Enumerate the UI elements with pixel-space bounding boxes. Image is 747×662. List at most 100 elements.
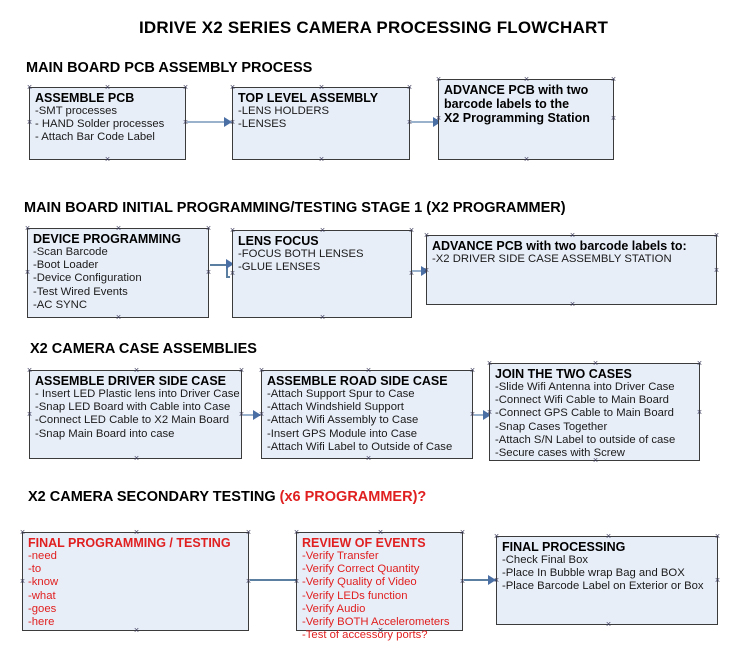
node-line: -Snap LED Board with Cable into Case (35, 401, 231, 414)
resize-handle-nw[interactable] (293, 529, 300, 536)
node-line: -Snap Cases Together (495, 420, 608, 433)
node-advance-pcb-driver-side[interactable]: ADVANCE PCB with two barcode labels to: … (426, 235, 717, 305)
resize-handle-ne[interactable] (610, 76, 617, 83)
node-advance-pcb-programming-station[interactable]: ADVANCE PCB with two barcode labels to t… (438, 79, 614, 160)
resize-handle-e[interactable] (696, 409, 703, 416)
resize-handle-nw[interactable] (19, 529, 26, 536)
node-title: FINAL PROGRAMMING / TESTING (28, 536, 231, 550)
node-assemble-pcb[interactable]: ASSEMBLE PCB -SMT processes - HAND Solde… (29, 87, 186, 160)
connector-top-level-to-advance-pcb (411, 121, 438, 123)
resize-handle-w[interactable] (435, 115, 442, 122)
node-line: -need (28, 550, 57, 562)
node-top-level-assembly[interactable]: TOP LEVEL ASSEMBLY -LENS HOLDERS -LENSES (232, 87, 410, 160)
resize-handle-nw[interactable] (423, 232, 430, 239)
node-line: -Connect Wifi Cable to Main Board (495, 394, 669, 407)
resize-handle-n[interactable] (569, 232, 576, 239)
resize-handle-n[interactable] (365, 367, 372, 374)
resize-handle-w[interactable] (493, 577, 500, 584)
resize-handle-ne[interactable] (406, 84, 413, 91)
resize-handle-s[interactable] (605, 621, 612, 628)
node-assemble-road-side-case[interactable]: ASSEMBLE ROAD SIDE CASE -Attach Support … (261, 370, 473, 459)
resize-handle-n[interactable] (133, 529, 140, 536)
resize-handle-ne[interactable] (713, 232, 720, 239)
section-heading-main-board-pcb-assembly-process: MAIN BOARD PCB ASSEMBLY PROCESS (26, 60, 312, 76)
resize-handle-nw[interactable] (258, 367, 265, 374)
resize-handle-nw[interactable] (26, 84, 33, 91)
resize-handle-s[interactable] (319, 314, 326, 321)
resize-handle-n[interactable] (133, 367, 140, 374)
node-join-the-two-cases[interactable]: JOIN THE TWO CASES -Slide Wifi Antenna i… (489, 363, 700, 461)
node-device-programming[interactable]: DEVICE PROGRAMMING -Scan Barcode -Boot L… (27, 228, 209, 318)
node-line: -Place Barcode Label on Exterior or Box (502, 580, 704, 593)
connector-elbow (226, 264, 228, 278)
node-line-overflow: -Test of accessory ports? (302, 629, 428, 642)
resize-handle-nw[interactable] (26, 367, 33, 374)
resize-handle-s[interactable] (377, 627, 384, 634)
resize-handle-w[interactable] (486, 409, 493, 416)
resize-handle-e[interactable] (205, 269, 212, 276)
resize-handle-w[interactable] (19, 578, 26, 585)
page-title: IDRIVE X2 SERIES CAMERA PROCESSING FLOWC… (138, 18, 609, 37)
resize-handle-e[interactable] (713, 267, 720, 274)
resize-handle-n[interactable] (592, 360, 599, 367)
resize-handle-w[interactable] (423, 267, 430, 274)
node-lens-focus[interactable]: LENS FOCUS -FOCUS BOTH LENSES -GLUE LENS… (232, 230, 412, 318)
node-title: REVIEW OF EVENTS (302, 536, 426, 550)
resize-handle-s[interactable] (523, 156, 530, 163)
resize-handle-n[interactable] (318, 84, 325, 91)
resize-handle-ne[interactable] (459, 529, 466, 536)
resize-handle-s[interactable] (133, 455, 140, 462)
resize-handle-e[interactable] (714, 577, 721, 584)
resize-handle-ne[interactable] (408, 227, 415, 234)
node-line: -Place In Bubble wrap Bag and BOX (502, 567, 685, 580)
node-final-programming-testing[interactable]: FINAL PROGRAMMING / TESTING -need -to -k… (22, 532, 249, 631)
node-review-of-events[interactable]: REVIEW OF EVENTS -Verify Transfer -Verif… (293, 529, 466, 641)
resize-handle-ne[interactable] (469, 367, 476, 374)
resize-handle-n[interactable] (523, 76, 530, 83)
resize-handle-nw[interactable] (24, 225, 31, 232)
resize-handle-w[interactable] (229, 270, 236, 277)
section-heading-accent: (x6 PROGRAMMER)? (279, 489, 427, 505)
resize-handle-nw[interactable] (229, 227, 236, 234)
node-line: - Insert LED Plastic lens into Driver Ca… (35, 388, 240, 400)
resize-handle-s[interactable] (133, 627, 140, 634)
resize-handle-s[interactable] (318, 156, 325, 163)
node-final-processing[interactable]: FINAL PROCESSING -Check Final Box -Place… (496, 536, 718, 625)
resize-handle-s[interactable] (365, 455, 372, 462)
resize-handle-w[interactable] (229, 119, 236, 126)
resize-handle-s[interactable] (115, 314, 122, 321)
resize-handle-ne[interactable] (182, 84, 189, 91)
node-line: -LENSES (238, 118, 287, 131)
section-heading-x2-camera-case-assemblies: X2 CAMERA CASE ASSEMBLIES (30, 341, 257, 357)
resize-handle-w[interactable] (26, 119, 33, 126)
node-title: FINAL PROCESSING (502, 540, 626, 554)
resize-handle-nw[interactable] (229, 84, 236, 91)
arrowhead-icon (488, 575, 496, 585)
resize-handle-n[interactable] (605, 533, 612, 540)
resize-handle-nw[interactable] (435, 76, 442, 83)
resize-handle-ne[interactable] (696, 360, 703, 367)
node-title: LENS FOCUS (238, 234, 319, 248)
resize-handle-s[interactable] (104, 156, 111, 163)
resize-handle-n[interactable] (104, 84, 111, 91)
node-line: -what (28, 589, 56, 602)
node-line: - Attach Bar Code Label (35, 131, 155, 144)
resize-handle-ne[interactable] (245, 529, 252, 536)
resize-handle-ne[interactable] (238, 367, 245, 374)
resize-handle-n[interactable] (319, 227, 326, 234)
node-assemble-driver-side-case[interactable]: ASSEMBLE DRIVER SIDE CASE - Insert LED P… (29, 370, 242, 459)
resize-handle-w[interactable] (24, 269, 31, 276)
resize-handle-w[interactable] (293, 578, 300, 585)
resize-handle-nw[interactable] (493, 533, 500, 540)
resize-handle-n[interactable] (377, 529, 384, 536)
resize-handle-w[interactable] (258, 411, 265, 418)
resize-handle-w[interactable] (26, 411, 33, 418)
resize-handle-s[interactable] (592, 457, 599, 464)
resize-handle-ne[interactable] (714, 533, 721, 540)
resize-handle-n[interactable] (115, 225, 122, 232)
resize-handle-ne[interactable] (205, 225, 212, 232)
resize-handle-nw[interactable] (486, 360, 493, 367)
resize-handle-s[interactable] (569, 301, 576, 308)
resize-handle-e[interactable] (610, 115, 617, 122)
